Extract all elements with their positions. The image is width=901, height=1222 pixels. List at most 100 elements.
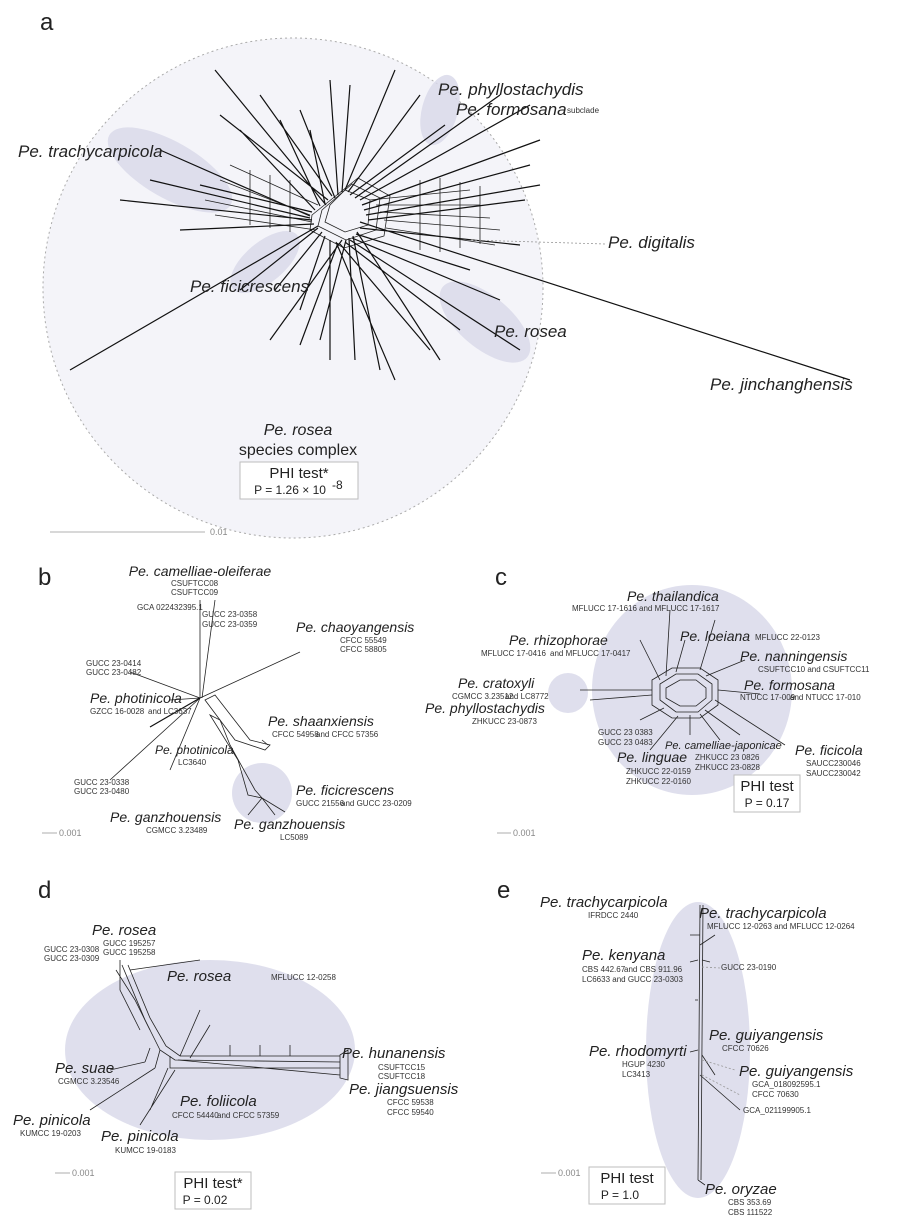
panel-b: b Pe. camelliae-oleiferae CSUFTCC08 CSUF… — [38, 563, 414, 842]
phyllostachydis-highlight — [420, 74, 460, 146]
scale-label: 0.001 — [513, 828, 536, 838]
taxon-label: Pe. shaanxiensis — [268, 713, 374, 729]
panel-d: d Pe. rosea GUCC 195257 GUCC 195258 GUCC… — [13, 877, 459, 1210]
taxon-label: Pe. pinicola — [101, 1128, 179, 1145]
strain-label: GUCC 195257 — [103, 939, 156, 948]
panel-c-label: c — [495, 564, 507, 591]
taxon-label: Pe. hunanensis — [342, 1045, 446, 1062]
phi-test-p: P = 1.0 — [601, 1188, 639, 1202]
taxon-label: Pe. photinicola — [155, 743, 234, 757]
strain-label: LC6633 and GUCC 23-0303 — [582, 975, 684, 984]
phi-test-title: PHI test* — [183, 1175, 242, 1192]
taxon-label: Pe. rosea — [494, 322, 567, 341]
taxon-label: Pe. ficicrescens — [296, 782, 394, 798]
splits-network-c — [580, 609, 786, 751]
taxon-label: Pe. cratoxyli — [458, 675, 535, 691]
taxon-label: Pe. oryzae — [705, 1181, 777, 1198]
strain-label: LC3640 — [178, 758, 207, 767]
strain-label: CBS 353.69 — [728, 1198, 772, 1207]
strain-label: GUCC 23-0414 — [86, 659, 142, 668]
taxon-label: Pe. rosea — [92, 922, 156, 939]
strain-label: CFCC 70626 — [722, 1044, 769, 1053]
strain-label: GUCC 23-0359 — [202, 620, 258, 629]
strain-label: GUCC 23 0383 — [598, 728, 653, 737]
taxon-label: Pe. phyllostachydis — [438, 80, 584, 99]
strain-label: CFCC 58805 — [340, 645, 387, 654]
taxon-label: Pe. pinicola — [13, 1112, 91, 1129]
taxon-label: Pe. trachycarpicola — [699, 905, 827, 922]
taxon-label: Pe. photinicola — [90, 690, 182, 706]
strain-label: LC5089 — [280, 833, 309, 842]
scale-label: 0.01 — [210, 527, 228, 537]
strain-label-suffix: and GUCC 23-0209 — [341, 799, 412, 808]
strain-label: KUMCC 19-0203 — [20, 1129, 81, 1138]
taxon-label: Pe. foliicola — [180, 1093, 257, 1110]
phi-test-box-e — [588, 1166, 666, 1205]
strain-label: GUCC 23-0358 — [202, 610, 258, 619]
strain-label-suffix: and CFCC 57359 — [217, 1111, 280, 1120]
strain-label-suffix: and LC8772 — [505, 692, 549, 701]
strain-label: CFCC 55549 — [340, 636, 387, 645]
strain-label-suffix: and MFLUCC 17-0417 — [550, 649, 631, 658]
scale-label: 0.001 — [59, 828, 82, 838]
strain-label: GUCC 21556 — [296, 799, 345, 808]
taxon-label: Pe. rhodomyrti — [589, 1043, 687, 1060]
strain-label: ZHKUCC 22-0160 — [626, 777, 691, 786]
taxon-label: Pe. jinchanghensis — [710, 375, 853, 394]
strain-label: GCA_018092595.1 — [752, 1080, 821, 1089]
taxon-label: Pe. camelliae-oleiferae — [129, 563, 272, 579]
phi-test-p: P = 0.02 — [183, 1193, 228, 1207]
panel-d-label: d — [38, 877, 51, 904]
taxon-label: Pe. rhizophorae — [509, 632, 608, 648]
strain-label: CGMCC 3.23546 — [58, 1077, 120, 1086]
strain-label: CSUFTCC08 — [171, 579, 219, 588]
strain-label: SAUCC230042 — [806, 769, 861, 778]
strain-label: GUCC 195258 — [103, 948, 156, 957]
complex-name: Pe. rosea — [264, 422, 333, 439]
strain-label: GUCC 23 0483 — [598, 738, 653, 747]
taxon-label: Pe. linguae — [617, 749, 687, 765]
strain-label-suffix: and LC3637 — [148, 707, 192, 716]
strain-label: MFLUCC 12-0258 — [271, 973, 336, 982]
taxon-label: Pe. formosana — [744, 677, 835, 693]
strain-label-suffix: and CBS 911.96 — [624, 965, 683, 974]
splits-network-a — [69, 69, 851, 381]
strain-label: CSUFTCC09 — [171, 588, 219, 597]
panel-a: a Pe. phyllostachydis Pe. formosana subc… — [18, 9, 853, 539]
cratoxyli-highlight — [548, 673, 588, 713]
complex-name-suffix: species complex — [239, 442, 357, 459]
strain-label: CFCC 54958 — [272, 730, 319, 739]
strain-label: GZCC 16-0028 — [90, 707, 145, 716]
splits-network-e — [689, 904, 741, 1186]
taxon-label: Pe. suae — [55, 1060, 114, 1077]
strain-label: GCA_021199905.1 — [743, 1106, 811, 1115]
strain-label: LC3413 — [622, 1070, 651, 1079]
strain-label-suffix: and NTUCC 17-010 — [790, 693, 861, 702]
strain-label: GUCC 23-0308 — [44, 945, 100, 954]
strain-label: MFLUCC 12-0263 and MFLUCC 12-0264 — [707, 922, 855, 931]
strain-label: CSUFTCC18 — [378, 1072, 426, 1081]
strain-label: CFCC 59540 — [387, 1108, 434, 1117]
strain-label: MFLUCC 17-1616 — [572, 604, 637, 613]
phi-test-title: PHI test — [600, 1170, 654, 1187]
strain-label-suffix: and CFCC 57356 — [316, 730, 379, 739]
splits-network-b — [109, 599, 301, 816]
strain-label: SAUCC230046 — [806, 759, 861, 768]
taxon-label: Pe. ficicrescens — [190, 277, 310, 296]
trachycarpicola-highlight — [107, 127, 233, 213]
strain-label: MFLUCC 17-0416 — [481, 649, 546, 658]
strain-label: ZHKUCC 23-0828 — [695, 763, 760, 772]
strain-label: MFLUCC 22-0123 — [755, 633, 820, 642]
phi-test-title: PHI test — [740, 778, 794, 795]
strain-label: CGMCC 3.23512 — [452, 692, 514, 701]
taxon-label: Pe. ficicola — [795, 742, 863, 758]
subclade-note: subclade — [567, 106, 600, 115]
ficicrescens-highlight — [232, 763, 292, 823]
strain-label: ZHKUCC 23-0873 — [472, 717, 537, 726]
strain-label: CFCC 59538 — [387, 1098, 434, 1107]
strain-label: IFRDCC 2440 — [588, 911, 639, 920]
taxon-label: Pe. camelliae-japonicae — [665, 740, 782, 752]
panel-b-label: b — [38, 564, 51, 591]
phi-test-box-a — [239, 461, 359, 500]
